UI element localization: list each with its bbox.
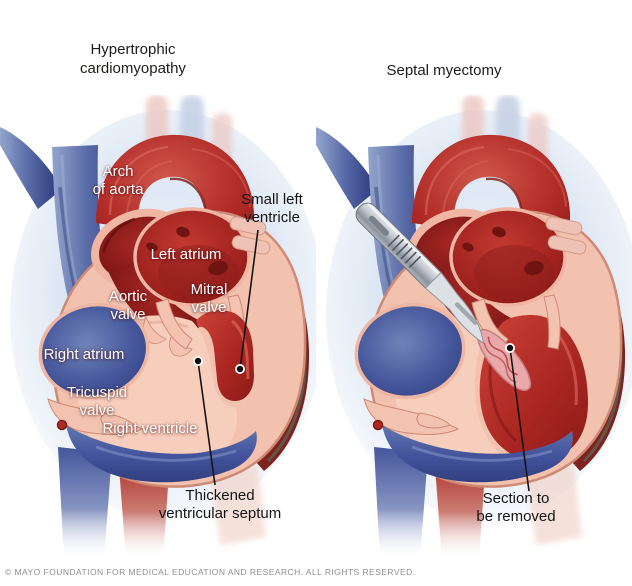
right-atrium-chamber [38,302,150,400]
right-ventricle-chamber [66,425,257,483]
left-heart-illustration [0,95,316,560]
right-atrium-chamber [354,302,466,400]
callout-leaders [193,229,259,486]
left-heart-panel [0,95,316,565]
leader-section-to-be-removed [509,347,530,492]
pulmonary-vein-opening [176,226,190,238]
callout-thickened-ventricular-septum: Thickened ventricular septum [158,487,282,522]
section-to-be-removed-tissue [476,328,532,392]
right-heart-panel [316,95,632,565]
scalpel [355,202,485,345]
tricuspid-valve-flaps [47,398,144,435]
title-hypertrophic-cardiomyopathy: Hypertrophic cardiomyopathy [80,41,186,77]
right-heart-illustration [316,95,632,560]
label-tricuspid-valve: Tricuspid valve [66,384,128,419]
pulmonary-vein-stubs [229,216,271,255]
label-aortic-valve: Aortic valve [108,288,148,323]
aortic-outflow-channel [424,255,520,345]
label-arch-of-aorta: Arch of aorta [92,163,144,198]
pulmonary-vein-opening [492,226,506,238]
label-right-atrium: Right atrium [43,346,125,363]
leader-thickened-septum [197,360,216,486]
pulmonary-vein-opening [524,260,544,276]
callout-section-to-be-removed: Section to be removed [476,490,556,525]
label-mitral-valve: Mitral valve [190,281,228,316]
tricuspid-valve-flaps [363,398,460,435]
cut-vessel-dot [372,419,384,431]
cut-vessel-dot [56,419,68,431]
footer-copyright: © MAYO FOUNDATION FOR MEDICAL EDUCATION … [5,567,416,577]
pulmonary-vein-opening [208,260,228,276]
label-left-atrium: Left atrium [150,246,222,263]
title-septal-myectomy: Septal myectomy [386,62,502,79]
pulmonary-vein-opening [146,242,158,252]
callout-leaders [505,343,530,492]
left-atrium-chamber [449,207,567,307]
label-right-ventricle: Right ventricle [102,420,198,437]
pulmonary-vein-opening [462,242,474,252]
leader-small-left-ventricle [239,229,259,370]
pulmonary-vein-stubs [545,216,587,255]
callout-small-left-ventricle: Small left ventricle [241,191,303,226]
left-atrium-chamber [133,207,251,307]
